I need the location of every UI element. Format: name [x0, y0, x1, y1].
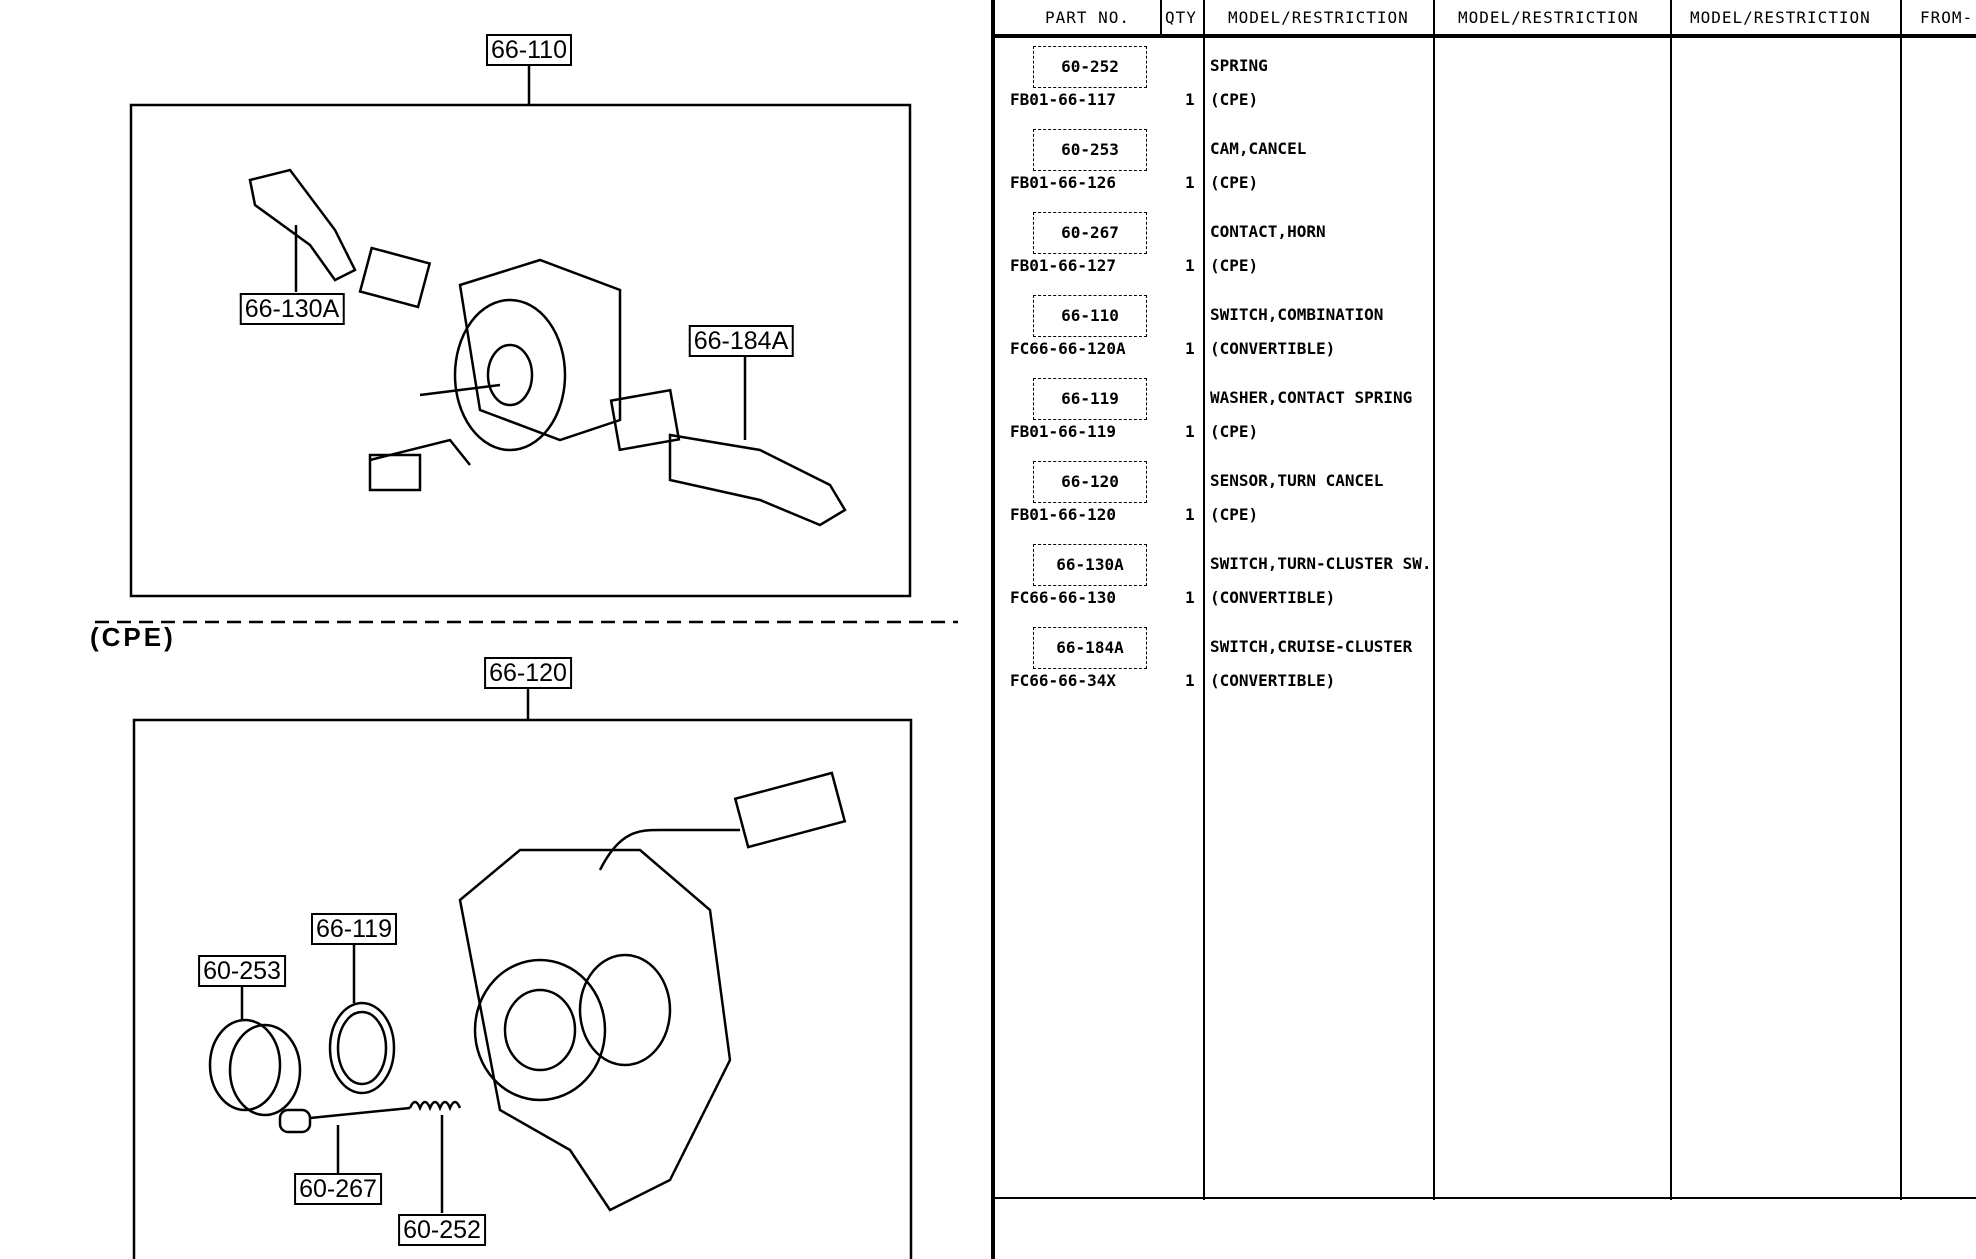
ref-number: 60-252: [1033, 46, 1147, 88]
header-part-no: PART NO.: [1045, 8, 1131, 27]
model-restriction: (CONVERTIBLE): [1210, 588, 1336, 607]
callout-60-253: 60-253: [198, 955, 286, 987]
column-rule: [1900, 0, 1902, 1200]
model-restriction: (CPE): [1210, 505, 1259, 524]
horn-contact-part: [278, 1106, 411, 1173]
quantity: 1: [1185, 173, 1195, 192]
table-row: 66-120 FB01-66-120 1 SENSOR,TURN CANCEL …: [995, 461, 1495, 544]
part-description: CONTACT,HORN: [1210, 222, 1326, 241]
part-description: CAM,CANCEL: [1210, 139, 1307, 158]
turn-switch-lever: [248, 168, 432, 309]
callout-66-119: 66-119: [311, 913, 397, 945]
header-model-restriction-3: MODEL/RESTRICTION: [1690, 8, 1871, 27]
table-row: 60-267 FB01-66-127 1 CONTACT,HORN (CPE): [995, 212, 1495, 295]
spring-part: [408, 1100, 462, 1213]
callout-60-267: 60-267: [294, 1173, 382, 1205]
callout-60-252: 60-252: [398, 1214, 486, 1246]
quantity: 1: [1185, 422, 1195, 441]
model-restriction: (CONVERTIBLE): [1210, 339, 1336, 358]
quantity: 1: [1185, 256, 1195, 275]
turn-cancel-sensor: [458, 771, 847, 1212]
callout-66-110: 66-110: [486, 34, 572, 66]
convertible-diagram-frame: [129, 103, 912, 598]
header-qty: QTY: [1165, 8, 1197, 27]
ref-number: 66-130A: [1033, 544, 1147, 586]
header-rule: [993, 34, 1976, 38]
callout-66-184a: 66-184A: [688, 325, 794, 357]
quantity: 1: [1185, 588, 1195, 607]
section-label-cpe: (CPE): [90, 622, 176, 652]
cpe-diagram-frame: [132, 718, 913, 1259]
cancel-cam-part: [208, 987, 302, 1117]
part-number: FB01-66-120: [1010, 505, 1116, 524]
ref-number: 60-253: [1033, 129, 1147, 171]
quantity: 1: [1185, 339, 1195, 358]
table-row: 66-184A FC66-66-34X 1 SWITCH,CRUISE-CLUS…: [995, 627, 1495, 710]
exploded-parts-diagram: [95, 66, 958, 1259]
part-number: FC66-66-130: [1010, 588, 1116, 607]
column-rule: [1433, 0, 1435, 1200]
table-row: 60-252 FB01-66-117 1 SPRING (CPE): [995, 46, 1495, 129]
quantity: 1: [1185, 505, 1195, 524]
header-model-restriction-2: MODEL/RESTRICTION: [1458, 8, 1639, 27]
column-rule: [1203, 0, 1205, 1200]
part-description: SENSOR,TURN CANCEL: [1210, 471, 1384, 490]
part-number: FC66-66-34X: [1010, 671, 1116, 690]
model-restriction: (CPE): [1210, 422, 1259, 441]
table-row: 60-253 FB01-66-126 1 CAM,CANCEL (CPE): [995, 129, 1495, 212]
callout-66-120: 66-120: [484, 657, 572, 689]
table-row: 66-119 FB01-66-119 1 WASHER,CONTACT SPRI…: [995, 378, 1495, 461]
combination-switch-body: [368, 258, 622, 492]
cruise-switch-lever: [609, 356, 847, 527]
part-description: SPRING: [1210, 56, 1268, 75]
part-description: SWITCH,TURN-CLUSTER SW.: [1210, 554, 1432, 573]
model-restriction: (CPE): [1210, 256, 1259, 275]
table-bottom-rule: [993, 1197, 1976, 1199]
part-description: SWITCH,COMBINATION: [1210, 305, 1384, 324]
column-rule: [1670, 0, 1672, 1200]
header-model-restriction-1: MODEL/RESTRICTION: [1228, 8, 1409, 27]
ref-number: 66-110: [1033, 295, 1147, 337]
ref-number: 66-120: [1033, 461, 1147, 503]
model-restriction: (CPE): [1210, 173, 1259, 192]
table-row: 66-110 FC66-66-120A 1 SWITCH,COMBINATION…: [995, 295, 1495, 378]
part-number: FB01-66-127: [1010, 256, 1116, 275]
ref-number: 66-184A: [1033, 627, 1147, 669]
model-restriction: (CPE): [1210, 90, 1259, 109]
page-divider: [991, 0, 995, 1259]
washer-part: [328, 1001, 396, 1095]
table-row: 66-130A FC66-66-130 1 SWITCH,TURN-CLUSTE…: [995, 544, 1495, 627]
column-rule: [1160, 0, 1162, 36]
part-number: FB01-66-117: [1010, 90, 1116, 109]
part-number: FB01-66-126: [1010, 173, 1116, 192]
callout-66-130a: 66-130A: [239, 293, 345, 325]
model-restriction: (CONVERTIBLE): [1210, 671, 1336, 690]
part-number: FC66-66-120A: [1010, 339, 1126, 358]
ref-number: 66-119: [1033, 378, 1147, 420]
quantity: 1: [1185, 90, 1195, 109]
header-from: FROM-: [1920, 8, 1974, 27]
quantity: 1: [1185, 671, 1195, 690]
ref-number: 60-267: [1033, 212, 1147, 254]
part-description: SWITCH,CRUISE-CLUSTER: [1210, 637, 1413, 656]
part-description: WASHER,CONTACT SPRING: [1210, 388, 1413, 407]
part-number: FB01-66-119: [1010, 422, 1116, 441]
